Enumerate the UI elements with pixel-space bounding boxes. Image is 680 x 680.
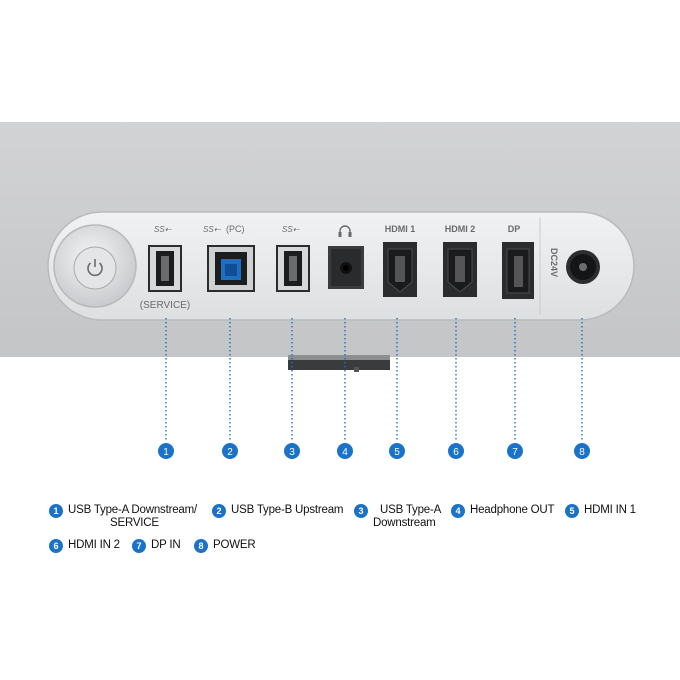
svg-text:8: 8 [579, 447, 585, 458]
usb-superspeed-icon: SS⇠ [203, 225, 221, 234]
svg-text:1: 1 [163, 447, 169, 458]
port-7-top-label: DP [508, 224, 521, 234]
svg-text:5: 5 [394, 447, 400, 458]
dc-power-port[interactable]: DC24V [549, 248, 600, 284]
legend-item-1: 1 USB Type-A Downstream/ SERVICE [49, 504, 197, 530]
legend-item-4: 4 Headphone OUT [451, 504, 555, 518]
port-6-top-label: HDMI 2 [445, 224, 476, 234]
svg-text:2: 2 [227, 447, 233, 458]
svg-text:6: 6 [453, 447, 459, 458]
port-5-top-label: HDMI 1 [385, 224, 416, 234]
callout-marker-7: 7 [507, 443, 523, 459]
usb-a-port-service[interactable]: SS⇠ [148, 225, 182, 292]
legend-label: DP IN [151, 539, 181, 551]
legend-item-5: 5 HDMI IN 1 [565, 504, 636, 518]
callout-marker-3: 3 [284, 443, 300, 459]
callout-marker-1: 1 [158, 443, 174, 459]
port-8-top-label: DC24V [549, 248, 559, 277]
svg-text:3: 3 [289, 447, 295, 458]
callout-marker-2: 2 [222, 443, 238, 459]
legend-number: 2 [212, 504, 226, 518]
legend-item-8: 8 POWER [194, 539, 256, 553]
hdmi-1-port[interactable]: HDMI 1 [383, 224, 417, 297]
legend-number: 7 [132, 539, 146, 553]
power-icon [87, 259, 103, 277]
hdmi-2-port[interactable]: HDMI 2 [443, 224, 477, 297]
legend-label: USB Type-A Downstream [373, 504, 442, 529]
legend-number: 5 [565, 504, 579, 518]
legend-label: HDMI IN 1 [584, 504, 636, 516]
legend-number: 4 [451, 504, 465, 518]
legend-label: USB Type-A Downstream/ SERVICE [68, 504, 197, 529]
callout-marker-8: 8 [574, 443, 590, 459]
legend-number: 8 [194, 539, 208, 553]
port-1-bottom-label: (SERVICE) [140, 300, 190, 311]
legend-number: 6 [49, 539, 63, 553]
displayport-port[interactable]: DP [502, 224, 534, 299]
usb-superspeed-icon: SS⇠ [154, 225, 172, 234]
legend-label: HDMI IN 2 [68, 539, 120, 551]
port-2-top-label: (PC) [226, 224, 245, 234]
callout-marker-5: 5 [389, 443, 405, 459]
headphone-icon [338, 225, 352, 237]
legend-item-7: 7 DP IN [132, 539, 181, 553]
legend-item-3: 3 USB Type-A Downstream [354, 504, 441, 530]
usb-superspeed-icon: SS⇠ [282, 225, 300, 234]
usb-a-port[interactable]: SS⇠ [276, 225, 310, 292]
usb-b-port[interactable]: SS⇠ (PC) [203, 224, 255, 292]
callout-marker-6: 6 [448, 443, 464, 459]
legend-number: 1 [49, 504, 63, 518]
callout-lines [165, 318, 583, 440]
legend-number: 3 [354, 504, 368, 518]
legend-item-2: 2 USB Type-B Upstream [212, 504, 344, 518]
legend-label: POWER [213, 539, 256, 551]
legend-label: USB Type-B Upstream [231, 504, 344, 516]
svg-text:4: 4 [342, 447, 348, 458]
legend-label: Headphone OUT [470, 504, 555, 516]
power-button[interactable] [53, 224, 137, 308]
headphone-port[interactable] [328, 225, 364, 289]
callout-marker-4: 4 [337, 443, 353, 459]
svg-text:7: 7 [512, 447, 518, 458]
legend-item-6: 6 HDMI IN 2 [49, 539, 120, 553]
